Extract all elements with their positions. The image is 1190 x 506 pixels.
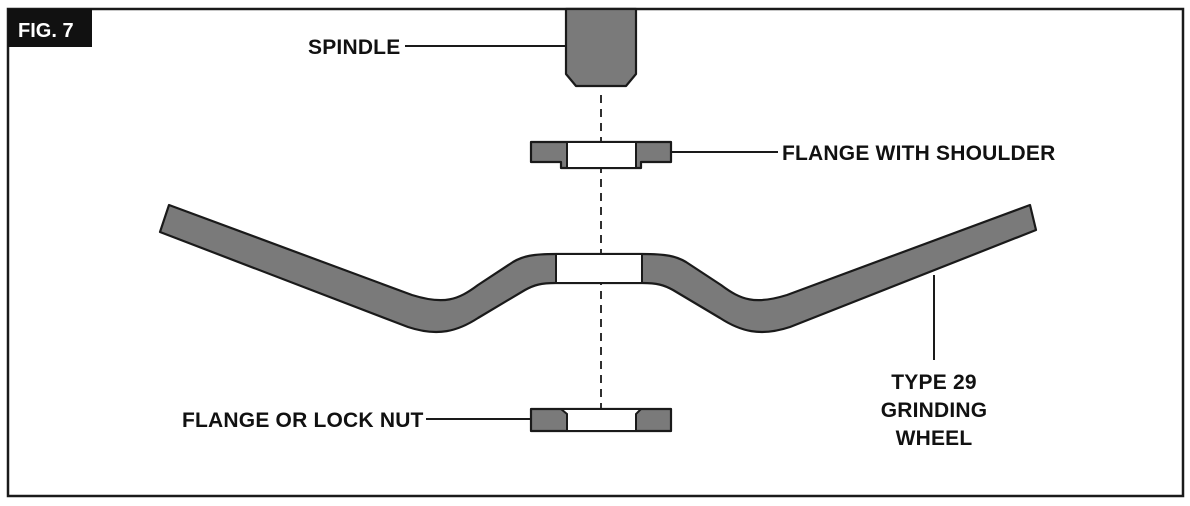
flange-with-shoulder <box>529 140 673 170</box>
flange-or-lock-nut <box>529 407 673 433</box>
flange-with-shoulder-bore <box>566 141 637 169</box>
lock-nut-bore <box>558 408 644 432</box>
spindle <box>564 7 638 88</box>
grinding-wheel-label-line-3: WHEEL <box>896 427 973 450</box>
spindle-label: SPINDLE <box>308 36 400 59</box>
spindle-shape <box>564 7 638 88</box>
figure-tag: FIG. 7 <box>8 9 92 47</box>
grinding-wheel-label-line-2: GRINDING <box>881 399 988 422</box>
grinding-wheel <box>158 203 1038 334</box>
grinding-wheel-label-line-1: TYPE 29 <box>891 371 976 394</box>
figure-tag-text: FIG. 7 <box>18 20 74 42</box>
flange-with-shoulder-label: FLANGE WITH SHOULDER <box>782 142 1055 165</box>
figure-tag-background <box>8 9 92 47</box>
flange-or-lock-nut-label: FLANGE OR LOCK NUT <box>182 409 424 432</box>
grinding-wheel-bore <box>555 253 643 284</box>
